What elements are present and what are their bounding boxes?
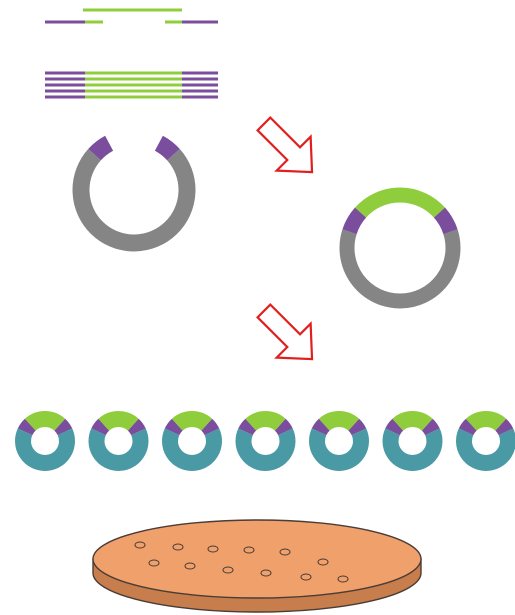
colony-dot-icon (134, 541, 146, 549)
replicate-junction-left (311, 418, 330, 436)
replicate-junction-left (458, 418, 477, 436)
colony-dot-icon (279, 548, 291, 556)
colony-dot-icon (337, 575, 349, 583)
replicate-junction-left (238, 418, 257, 436)
plasmid-backbone (339, 229, 461, 309)
plate-surface (92, 519, 422, 599)
recombinant-plasmid (339, 187, 461, 309)
replicated-plasmid (235, 411, 296, 471)
process-arrow-1 (256, 116, 314, 174)
replicate-insert (24, 411, 66, 431)
colony-dot-icon (207, 545, 219, 553)
replicate-insert (98, 411, 139, 431)
replicated-plasmid (88, 411, 149, 471)
replicated-plasmid (382, 411, 443, 471)
replicate-backbone (382, 428, 443, 471)
replicate-junction-left (385, 418, 404, 436)
colony-dot-icon (300, 573, 312, 581)
insert-pcr-product (45, 8, 218, 24)
colony-dot-icon (243, 546, 255, 554)
replicate-backbone (15, 428, 75, 471)
hollow-arrow-icon (256, 116, 314, 174)
replicate-junction-right (201, 418, 220, 436)
replicate-junction-right (348, 418, 367, 436)
replicate-backbone (235, 428, 296, 471)
vector-end-right (154, 135, 180, 161)
replicate-junction-right (54, 418, 73, 436)
plasmid-junction-right (433, 207, 458, 235)
colony-dot-icon (260, 569, 272, 577)
culture-plate (92, 519, 422, 613)
colony-dot-icon (148, 559, 160, 567)
colony-dot-icon (222, 566, 234, 574)
replicated-plasmid (162, 411, 222, 471)
replicate-junction-left (91, 418, 110, 436)
replicate-backbone (88, 428, 149, 471)
replicate-insert (171, 411, 213, 431)
hollow-arrow-icon (256, 303, 314, 361)
replicate-junction-left (164, 418, 183, 436)
replicate-insert (245, 411, 286, 431)
vector-end-left (88, 135, 114, 161)
replicate-insert (392, 411, 433, 431)
replicate-junction-left (17, 418, 36, 436)
plasmid-junction-left (342, 207, 367, 235)
replicate-junction-right (421, 418, 440, 436)
colony-dot-icon (184, 562, 196, 570)
plasmid-insert (355, 187, 445, 218)
replicate-junction-right (495, 418, 514, 436)
process-arrow-2 (256, 303, 314, 361)
linearized-vector (72, 135, 196, 252)
replicate-backbone (309, 428, 369, 471)
replicate-insert (465, 411, 507, 431)
replicated-plasmid (309, 411, 369, 471)
replicate-insert (318, 411, 360, 431)
amplified-insert-copies (45, 71, 218, 99)
replicate-backbone (456, 428, 515, 471)
replicate-junction-right (127, 418, 146, 436)
replicate-backbone (162, 428, 222, 471)
vector-backbone (72, 148, 196, 252)
replicated-plasmid (456, 411, 515, 471)
replicated-plasmids (15, 411, 515, 471)
replicated-plasmid (15, 411, 75, 471)
colony-dot-icon (172, 543, 184, 551)
colony-dot-icon (317, 558, 329, 566)
replicate-junction-right (274, 418, 293, 436)
